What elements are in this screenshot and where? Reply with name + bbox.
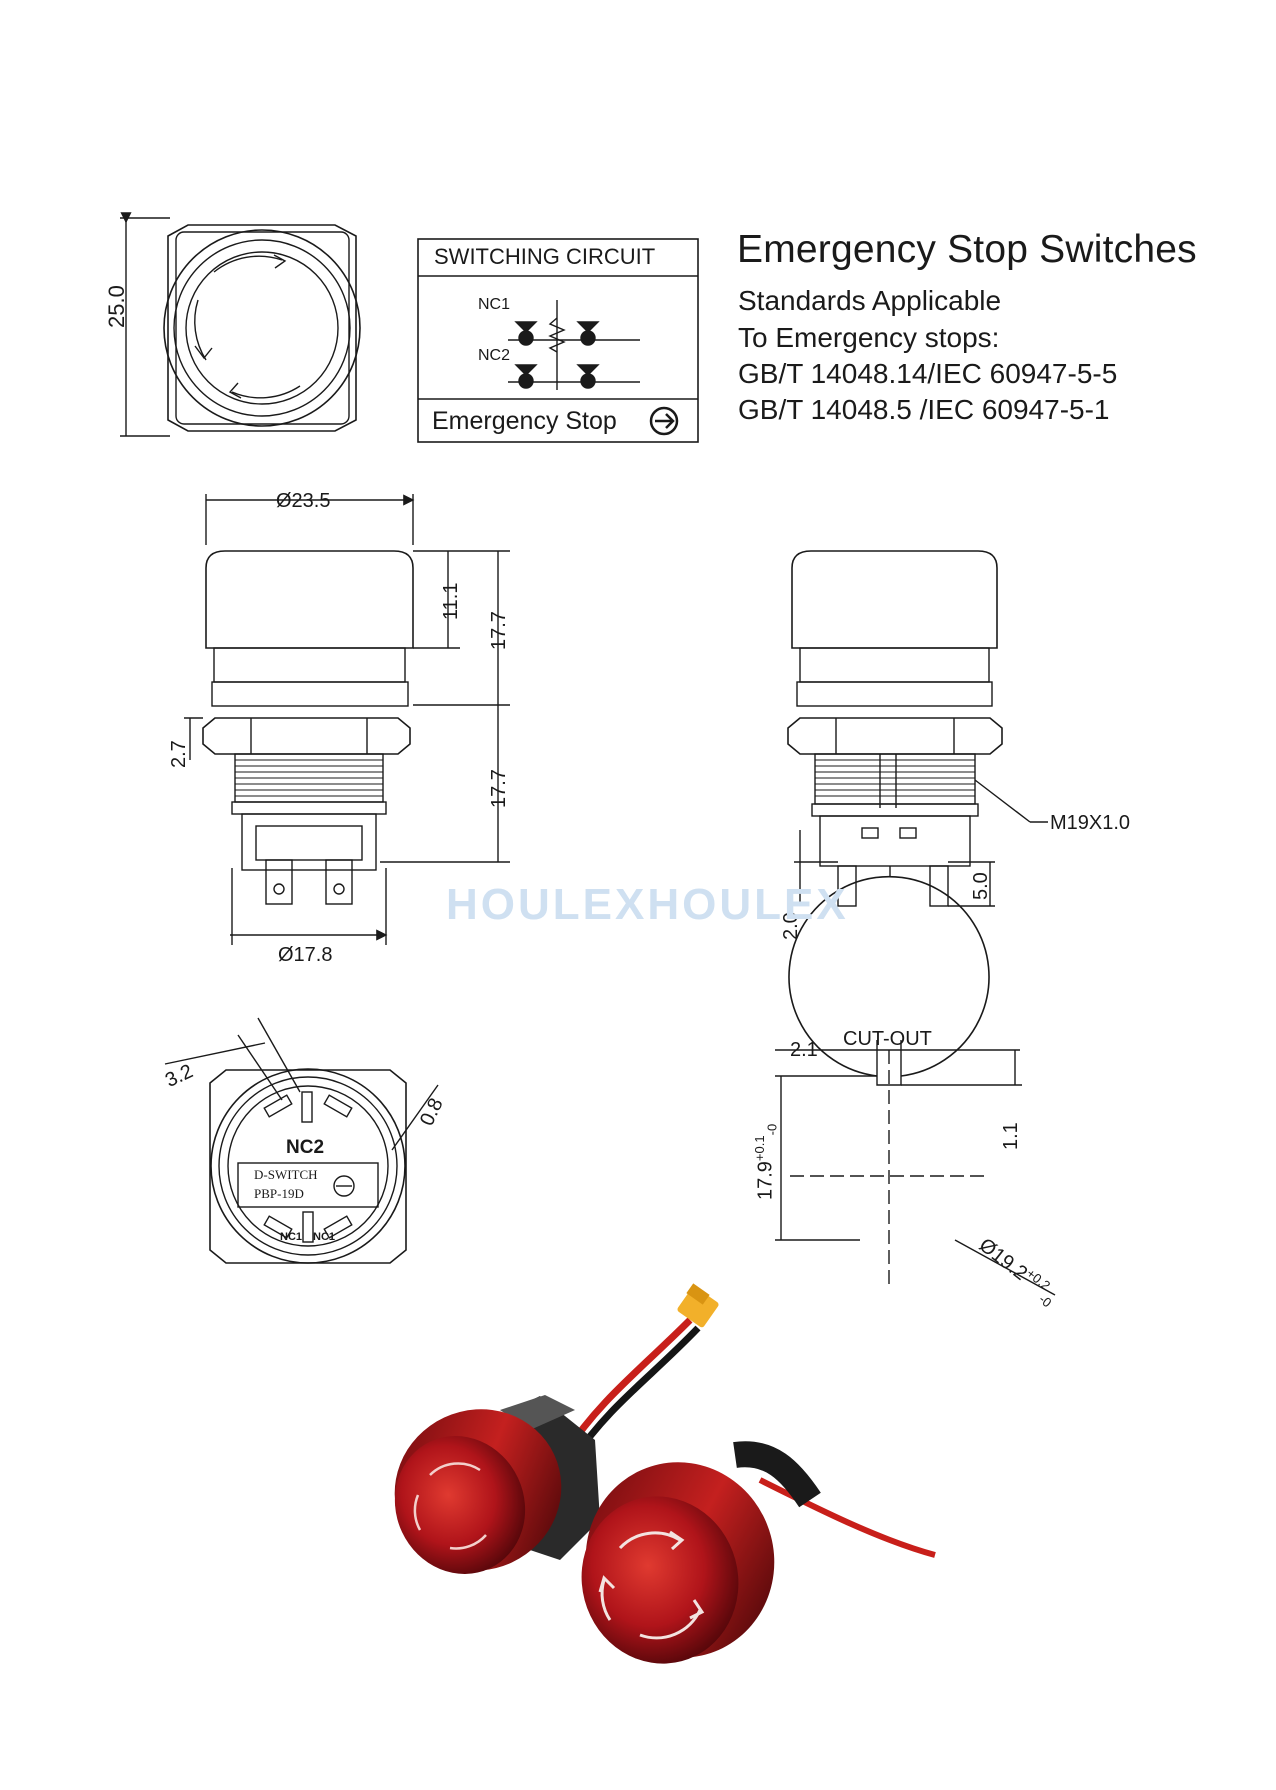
front-lower-height: 17.7 [488, 769, 510, 808]
circuit-footer: Emergency Stop [432, 407, 617, 435]
cutout-key-depth: 1.1 [1000, 1122, 1022, 1150]
cutout-flat-dim: 17.9+0.1-0 [752, 1124, 780, 1200]
standards-line-2: To Emergency stops: [738, 322, 1000, 353]
cutout-view-drawing [775, 876, 1056, 1296]
front-cap-height: 11.1 [440, 582, 462, 620]
bottom-brand: D-SWITCH [254, 1167, 318, 1182]
standards-line-1: Standards Applicable [738, 285, 1002, 316]
front-view-drawing [184, 494, 510, 945]
front-bottom-diameter: Ø17.8 [278, 944, 333, 966]
watermark: HOULEXHOULEX [446, 880, 849, 929]
front-flange-dim: 2.7 [168, 740, 190, 768]
page-title: Emergency Stop Switches [737, 228, 1197, 271]
top-view-height-dim: 25.0 [104, 285, 129, 328]
side-thread-label: M19X1.0 [1050, 812, 1131, 834]
product-photo [394, 1283, 936, 1664]
circuit-nc1-label: NC1 [478, 296, 511, 313]
cutout-key-width: 2.1 [790, 1039, 818, 1061]
standards-line-4: GB/T 14048.5 /IEC 60947-5-1 [738, 394, 1110, 425]
side-terminal-length: 5.0 [970, 872, 992, 900]
bottom-terminal-right: NC1 [313, 1231, 336, 1243]
cutout-label: CUT-OUT [843, 1028, 932, 1050]
circuit-heading: SWITCHING CIRCUIT [434, 244, 656, 269]
bottom-nc2-label: NC2 [286, 1137, 325, 1158]
standards-line-3: GB/T 14048.14/IEC 60947-5-5 [738, 358, 1118, 389]
bottom-model: PBP-19D [254, 1186, 304, 1201]
front-top-diameter: Ø23.5 [276, 490, 331, 512]
top-view-drawing [120, 212, 361, 437]
side-view-drawing [787, 550, 1048, 907]
front-upper-height: 17.7 [488, 611, 510, 650]
cutout-flat-tol-upper: +0.1 [752, 1135, 767, 1162]
cutout-flat-tol-lower: -0 [764, 1123, 780, 1136]
bottom-terminal-left: NC1 [280, 1231, 303, 1243]
cutout-flat-value: 17.9 [754, 1161, 777, 1200]
circuit-box-drawing [417, 238, 699, 443]
circuit-nc2-label: NC2 [478, 347, 511, 364]
bottom-view-drawing [164, 1017, 439, 1264]
